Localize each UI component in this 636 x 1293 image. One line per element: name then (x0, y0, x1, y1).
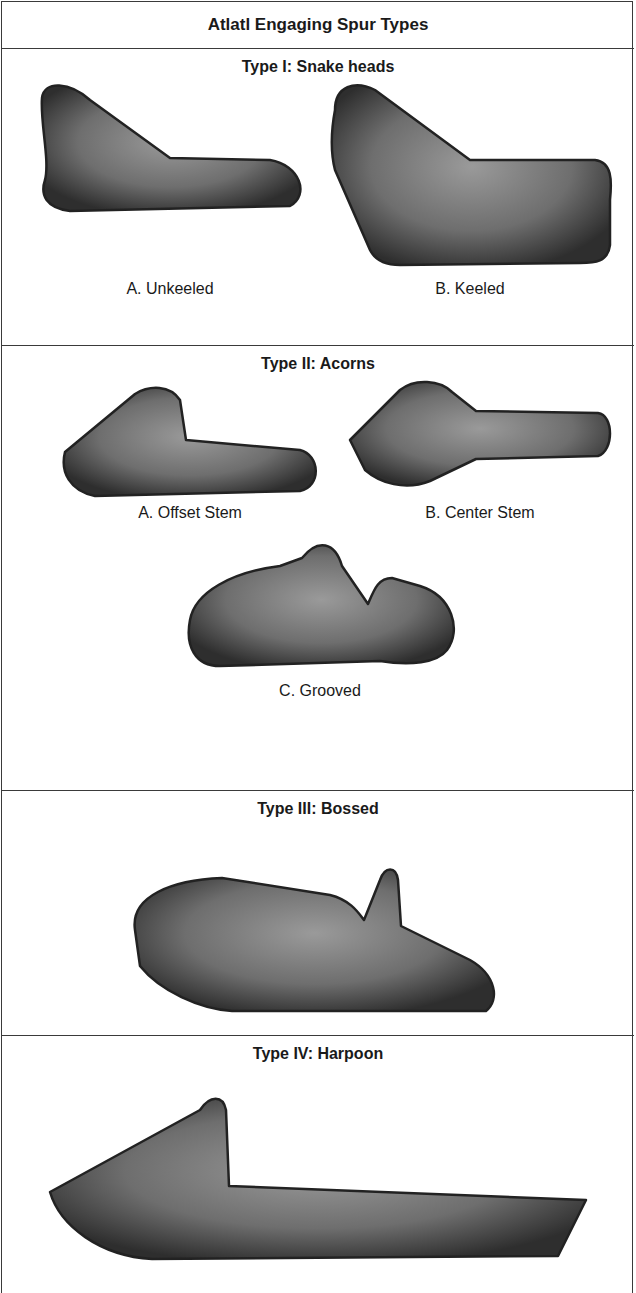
type-band: Type I: Snake heads (2, 48, 634, 345)
type-band: Type III: Bossed (2, 790, 634, 1035)
table-title: Atlatl Engaging Spur Types (2, 2, 634, 48)
harpoon-spur (50, 1099, 586, 1259)
snake-head-unkeeled (42, 85, 301, 211)
variant-label: C. Grooved (279, 682, 361, 700)
acorn-center-stem (350, 382, 610, 486)
type-heading: Type IV: Harpoon (2, 1036, 634, 1063)
bossed-spur (135, 870, 494, 1012)
type-heading: Type II: Acorns (2, 346, 634, 373)
type-heading: Type III: Bossed (2, 791, 634, 818)
type-heading: Type I: Snake heads (2, 49, 634, 76)
type-band: Type IV: Harpoon (2, 1035, 634, 1293)
snake-head-keeled (332, 85, 611, 265)
acorn-offset-stem (64, 388, 316, 496)
type-band: Type II: Acorns (2, 345, 634, 790)
variant-label: A. Offset Stem (138, 504, 242, 522)
acorn-grooved (189, 545, 454, 666)
variant-label: A. Unkeeled (126, 280, 213, 298)
variant-label: B. Center Stem (425, 504, 534, 522)
variant-label: B. Keeled (435, 280, 504, 298)
